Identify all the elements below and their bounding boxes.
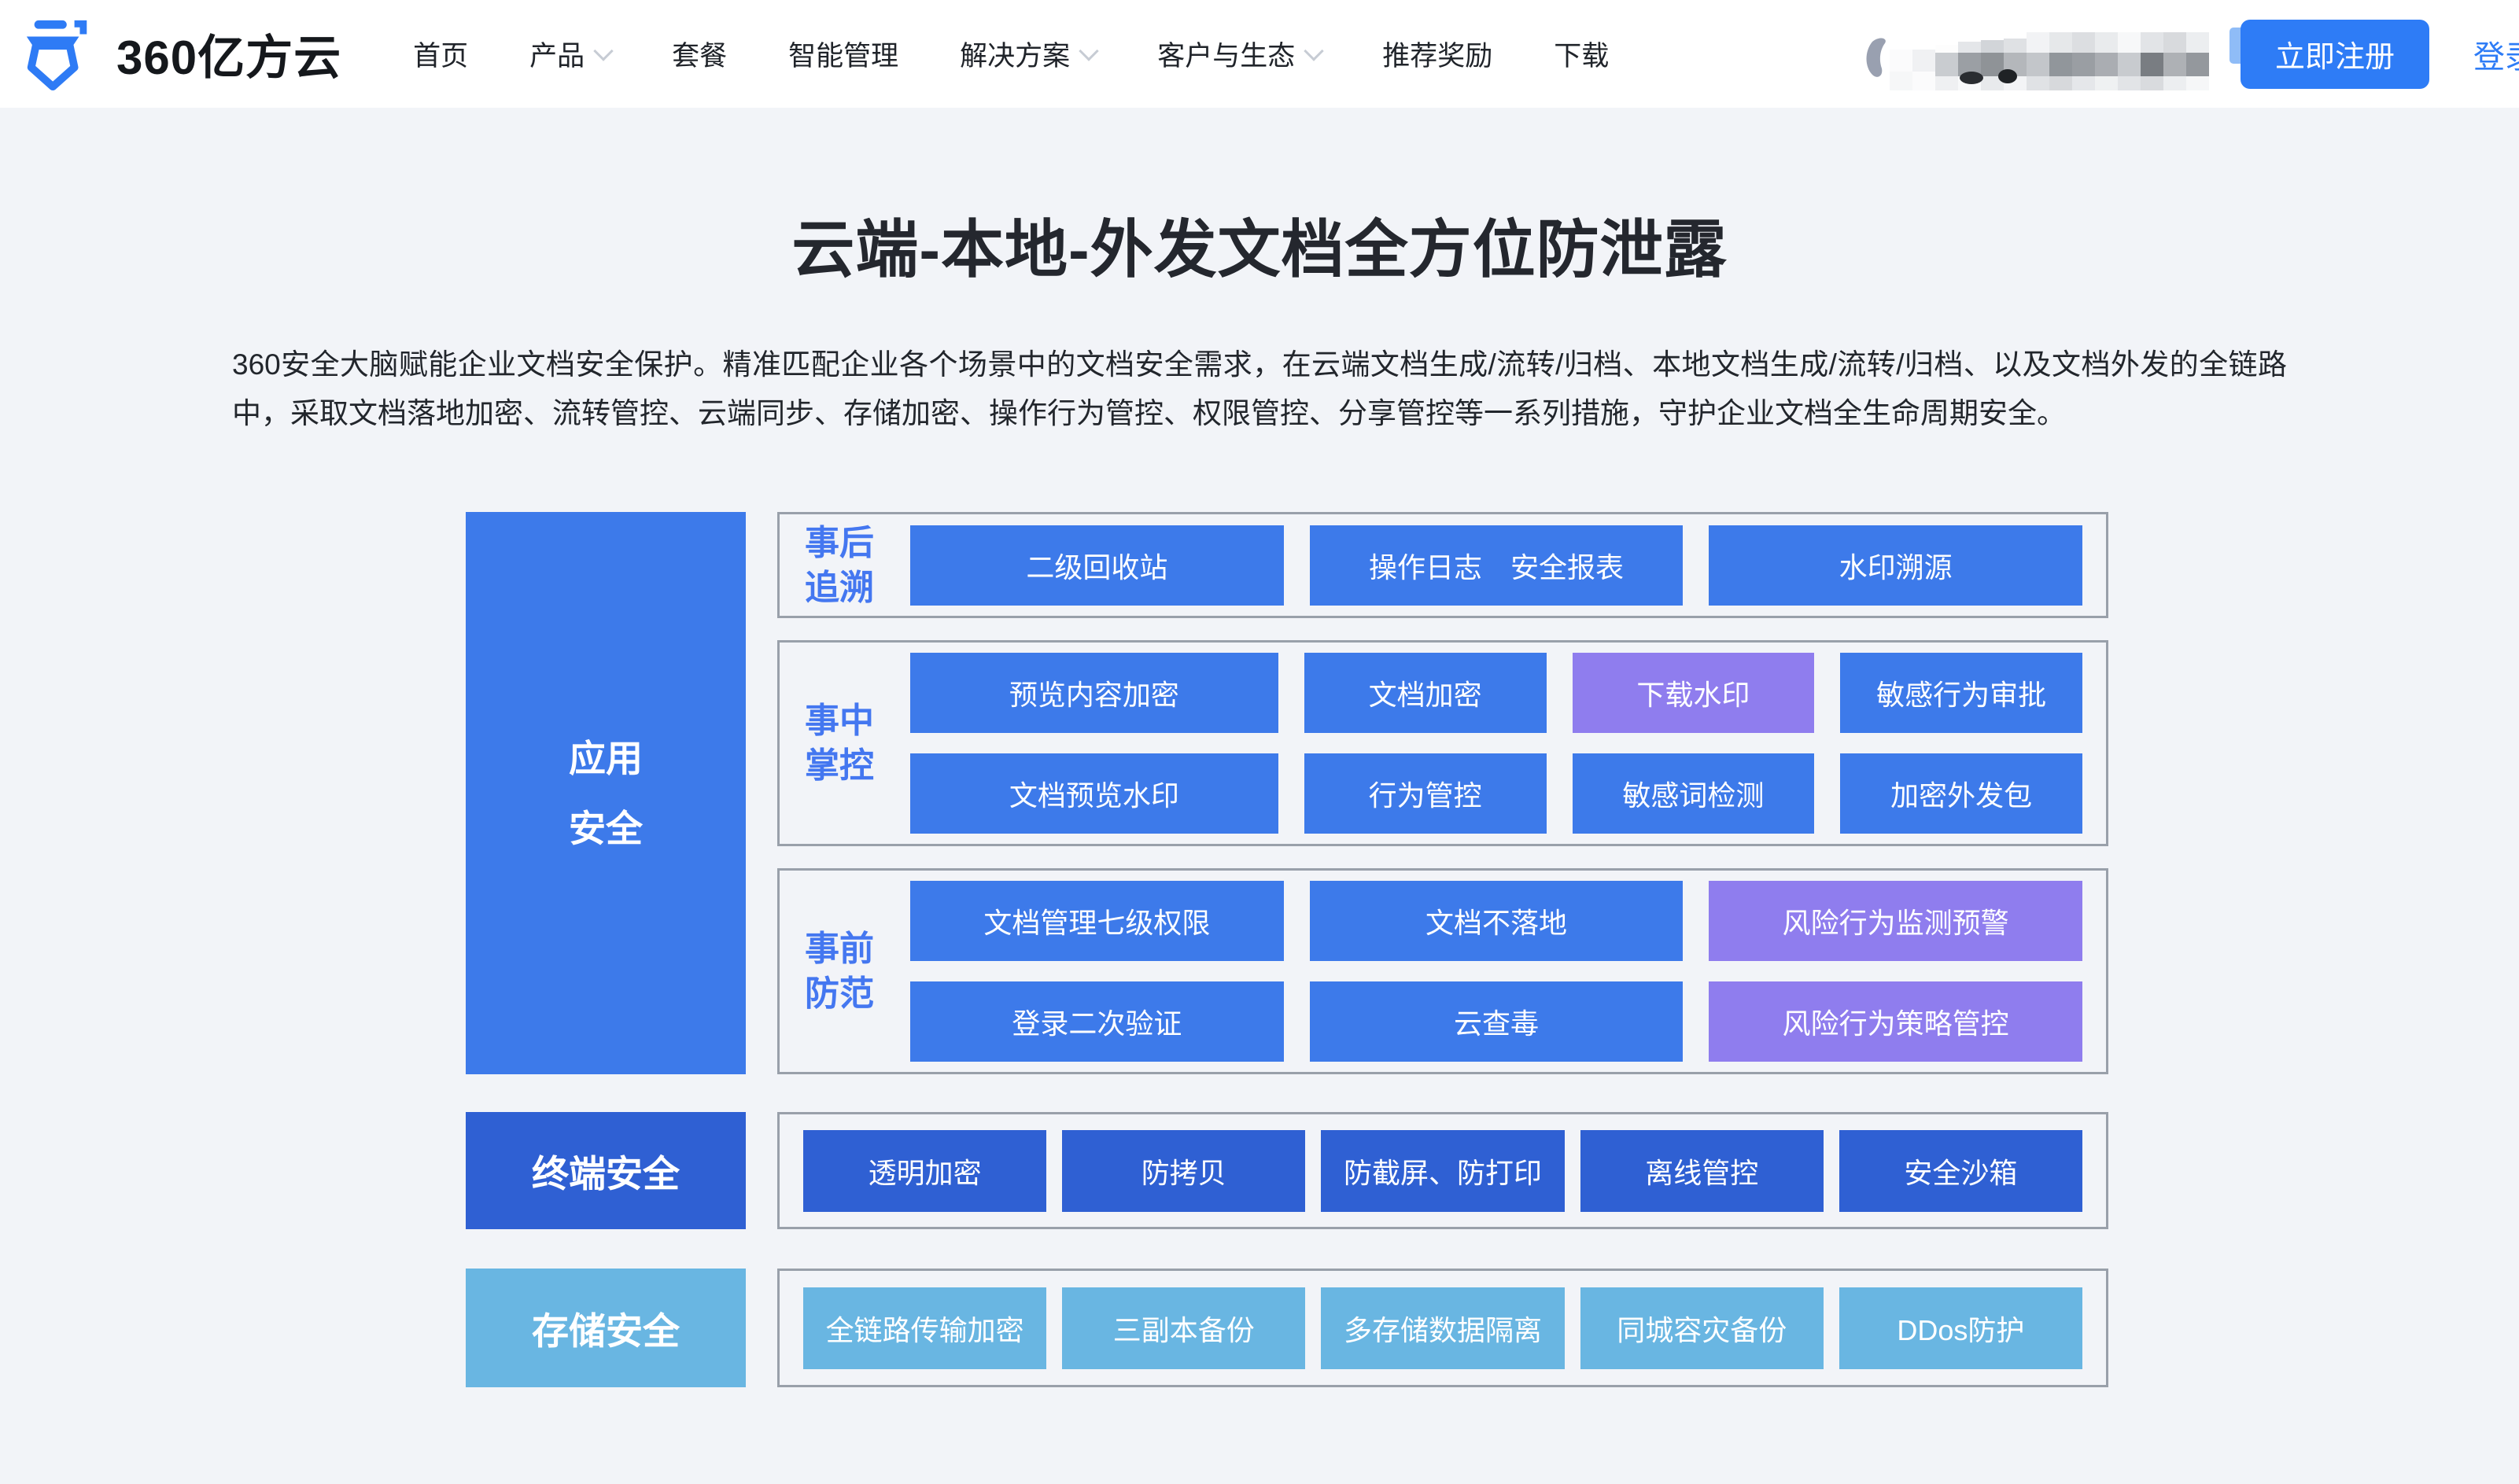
application-security-rows: 事后 追溯 二级回收站 操作日志 安全报表 水印溯源 事中 <box>777 512 2108 1074</box>
feature-full-link-transport-encryption: 全链路传输加密 <box>803 1287 1047 1369</box>
chevron-down-icon <box>1079 40 1099 61</box>
top-navigation: 360亿方云 首页 产品 套餐 智能管理 解决方案 客户与生态 推荐奖励 下载 <box>0 0 2519 108</box>
feature-preview-encryption: 预览内容加密 <box>910 653 1278 733</box>
nav-item-home[interactable]: 首页 <box>413 41 469 72</box>
section-advance-prevention: 事前 防范 文档管理七级权限 文档不落地 风险行为监测预警 登录二次验证 云查毒… <box>777 868 2108 1074</box>
terminal-security-row: 透明加密 防拷贝 防截屏、防打印 离线管控 安全沙箱 <box>777 1112 2108 1229</box>
feature-watermark-tracing: 水印溯源 <box>1709 525 2083 606</box>
feature-operation-log-report: 操作日志 安全报表 <box>1309 525 1684 606</box>
feature-seven-level-permissions: 文档管理七级权限 <box>910 881 1284 961</box>
nav-item-solutions[interactable]: 解决方案 <box>929 34 1127 74</box>
feature-behavior-control: 行为管控 <box>1304 753 1547 834</box>
feature-recycle-bin: 二级回收站 <box>910 525 1284 606</box>
application-security-group: 应用 安全 事后 追溯 二级回收站 操作日志 安全报表 水印溯源 <box>466 512 2108 1074</box>
security-matrix-diagram: 应用 安全 事后 追溯 二级回收站 操作日志 安全报表 水印溯源 <box>466 512 2108 1387</box>
page-title: 云端-本地-外发文档全方位防泄露 <box>791 215 1728 285</box>
feature-sensitive-word-detection: 敏感词检测 <box>1572 753 1815 834</box>
feature-risk-policy-control: 风险行为策略管控 <box>1709 981 2083 1062</box>
nav-item-referral-rewards[interactable]: 推荐奖励 <box>1382 41 1493 72</box>
feature-transparent-encryption: 透明加密 <box>803 1129 1047 1212</box>
feature-two-step-login: 登录二次验证 <box>910 981 1284 1062</box>
section-label-advance-prevention: 事前 防范 <box>805 930 874 1013</box>
storage-security-group: 存储安全 全链路传输加密 三副本备份 多存储数据隔离 同城容灾备份 DDos防护 <box>466 1269 2108 1387</box>
nav-right-area: 立即注册 登录 <box>1861 18 2519 90</box>
storage-security-row: 全链路传输加密 三副本备份 多存储数据隔离 同城容灾备份 DDos防护 <box>777 1269 2108 1387</box>
section-label-in-process-control: 事中 掌控 <box>805 701 874 785</box>
chevron-down-icon <box>593 40 614 61</box>
register-button[interactable]: 立即注册 <box>2241 19 2429 89</box>
feature-anti-copy: 防拷贝 <box>1062 1129 1306 1212</box>
feature-intra-city-disaster-recovery: 同城容灾备份 <box>1580 1287 1824 1369</box>
feature-download-watermark: 下载水印 <box>1572 653 1815 733</box>
feature-offline-control: 离线管控 <box>1580 1129 1824 1212</box>
nav-item-products[interactable]: 产品 <box>499 34 641 74</box>
feature-triple-replica-backup: 三副本备份 <box>1062 1287 1306 1369</box>
logo-text: 360亿方云 <box>116 31 342 84</box>
feature-preview-watermark: 文档预览水印 <box>910 753 1278 834</box>
logo[interactable]: 360亿方云 <box>20 16 341 93</box>
redacted-phone-number <box>1866 31 2209 90</box>
feature-no-local-storage: 文档不落地 <box>1309 881 1684 961</box>
feature-ddos-protection: DDos防护 <box>1839 1287 2083 1369</box>
nav-item-plans[interactable]: 套餐 <box>672 41 728 72</box>
feature-encrypted-outbound-package: 加密外发包 <box>1840 753 2083 834</box>
feature-anti-screenshot-print: 防截屏、防打印 <box>1321 1129 1565 1212</box>
section-in-process-control: 事中 掌控 预览内容加密 文档加密 下载水印 敏感行为审批 文档预览水印 行为管… <box>777 640 2108 846</box>
login-link[interactable]: 登录 <box>2473 39 2519 75</box>
page-description: 360安全大脑赋能企业文档安全保护。精准匹配企业各个场景中的文档安全需求，在云端… <box>232 348 2287 429</box>
category-application-security: 应用 安全 <box>466 512 746 1074</box>
feature-security-sandbox: 安全沙箱 <box>1839 1129 2083 1212</box>
feature-document-encryption: 文档加密 <box>1304 653 1547 733</box>
main-menu: 首页 产品 套餐 智能管理 解决方案 客户与生态 推荐奖励 下载 <box>382 34 1639 74</box>
terminal-security-group: 终端安全 透明加密 防拷贝 防截屏、防打印 离线管控 安全沙箱 <box>466 1112 2108 1229</box>
feature-multi-storage-isolation: 多存储数据隔离 <box>1321 1287 1565 1369</box>
nav-item-customers-ecosystem[interactable]: 客户与生态 <box>1127 34 1352 74</box>
feature-risk-monitoring-alert: 风险行为监测预警 <box>1709 881 2083 961</box>
category-terminal-security: 终端安全 <box>466 1112 746 1229</box>
brand-shield-icon <box>26 20 87 90</box>
category-storage-security: 存储安全 <box>466 1269 746 1387</box>
section-label-after-tracing: 事后 追溯 <box>805 523 874 607</box>
feature-cloud-antivirus: 云查毒 <box>1309 981 1684 1062</box>
section-after-tracing: 事后 追溯 二级回收站 操作日志 安全报表 水印溯源 <box>777 512 2108 618</box>
chevron-down-icon <box>1304 40 1324 61</box>
feature-sensitive-behavior-approval: 敏感行为审批 <box>1840 653 2083 733</box>
nav-item-download[interactable]: 下载 <box>1554 41 1610 72</box>
nav-item-smart-management[interactable]: 智能管理 <box>788 41 899 72</box>
